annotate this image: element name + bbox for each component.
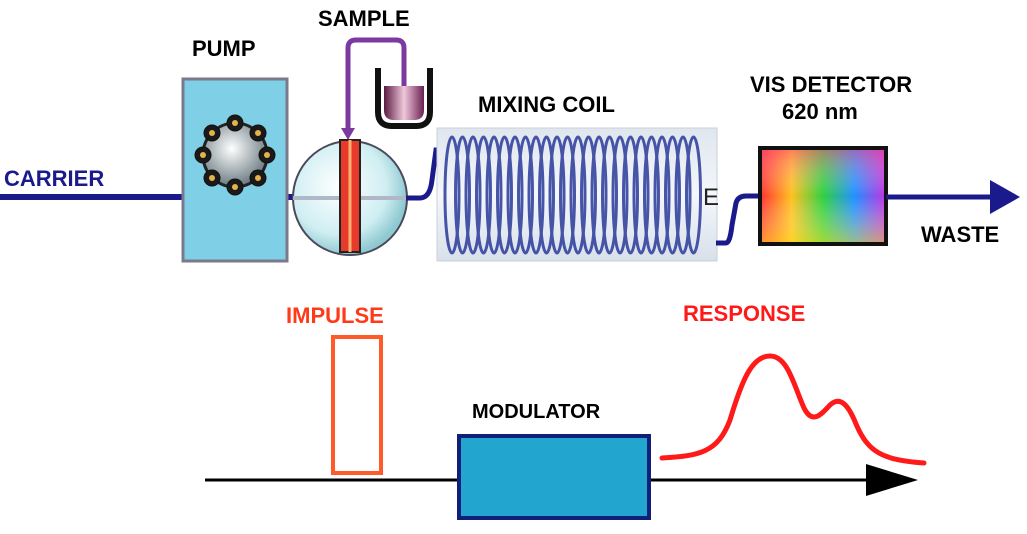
sample-tube xyxy=(345,37,407,135)
waste-arrow-head xyxy=(990,180,1020,214)
impulse-label: IMPULSE xyxy=(286,303,384,328)
svg-text:E: E xyxy=(703,184,719,211)
detector-label-line1: VIS DETECTOR xyxy=(750,72,912,97)
modulator-label: MODULATOR xyxy=(472,401,601,423)
peristaltic-rotor-icon xyxy=(194,114,276,196)
pump-label: PUMP xyxy=(192,36,256,61)
coil-to-detector-line xyxy=(716,193,760,246)
injection-valve-icon xyxy=(292,139,408,256)
sample-arrow-head xyxy=(341,128,355,140)
detector-cell-icon xyxy=(758,146,888,246)
response-label: RESPONSE xyxy=(683,301,805,326)
impulse-pulse xyxy=(331,335,383,475)
sample-label: SAMPLE xyxy=(318,6,410,31)
mixing-coil-label: MIXING COIL xyxy=(478,92,615,117)
time-axis-arrow-head xyxy=(866,464,918,496)
modulator-box xyxy=(457,434,651,520)
valve-to-coil-line xyxy=(406,147,446,201)
response-curve xyxy=(659,353,927,466)
waste-label: WASTE xyxy=(921,222,999,247)
carrier-label: CARRIER xyxy=(4,166,104,191)
detector-label-line2: 620 nm xyxy=(782,99,858,124)
sample-cup-icon xyxy=(375,68,433,129)
coil-icon: E xyxy=(436,127,719,262)
